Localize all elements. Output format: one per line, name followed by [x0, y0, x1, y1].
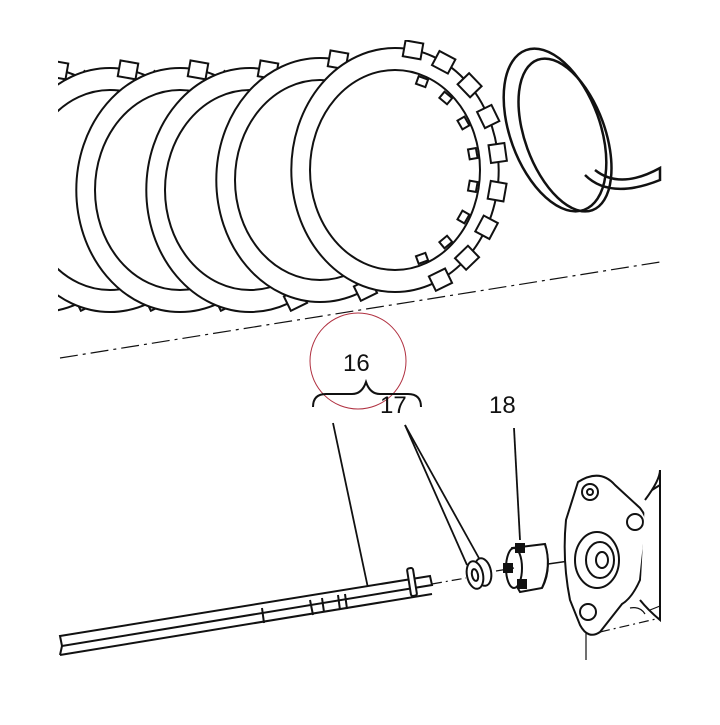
- circlip-rings: [502, 47, 662, 213]
- plate-tab: [453, 244, 481, 272]
- plate-notch: [414, 74, 430, 89]
- plate-tab: [401, 40, 425, 61]
- plate-notch: [456, 209, 471, 225]
- axis-line: [59, 261, 661, 359]
- push-rod: [58, 566, 434, 656]
- housing-detail-lines: [585, 605, 661, 660]
- plate-notch: [466, 146, 479, 161]
- plate-tab: [58, 59, 70, 81]
- callout-16-label: 16: [343, 350, 370, 377]
- plate-tab: [486, 179, 508, 203]
- highlight-circle: [309, 312, 407, 410]
- plate-tab: [475, 103, 501, 130]
- plate-notch: [414, 251, 430, 266]
- plate-notch: [466, 179, 479, 194]
- clutch-plate: [290, 40, 508, 293]
- callout-16-brace: [312, 378, 422, 408]
- clutch-plate-stack: [58, 40, 508, 313]
- leader-lines: [332, 422, 521, 589]
- bearing-cap: [495, 542, 549, 594]
- plate-tab: [473, 214, 500, 241]
- plate-tab: [186, 59, 210, 81]
- callout-18-label: 18: [489, 392, 516, 419]
- plate-notch: [437, 234, 454, 250]
- plate-tab: [487, 141, 508, 165]
- plate-notch: [456, 115, 471, 131]
- plate-tab: [116, 59, 140, 81]
- washers: [465, 557, 493, 590]
- plate-notch: [437, 90, 454, 106]
- plate-tab: [456, 71, 484, 99]
- plate-tab: [430, 49, 457, 75]
- clutch-housing: [563, 469, 661, 636]
- plate-tab: [427, 267, 454, 293]
- callout-17-label: 17: [380, 392, 407, 419]
